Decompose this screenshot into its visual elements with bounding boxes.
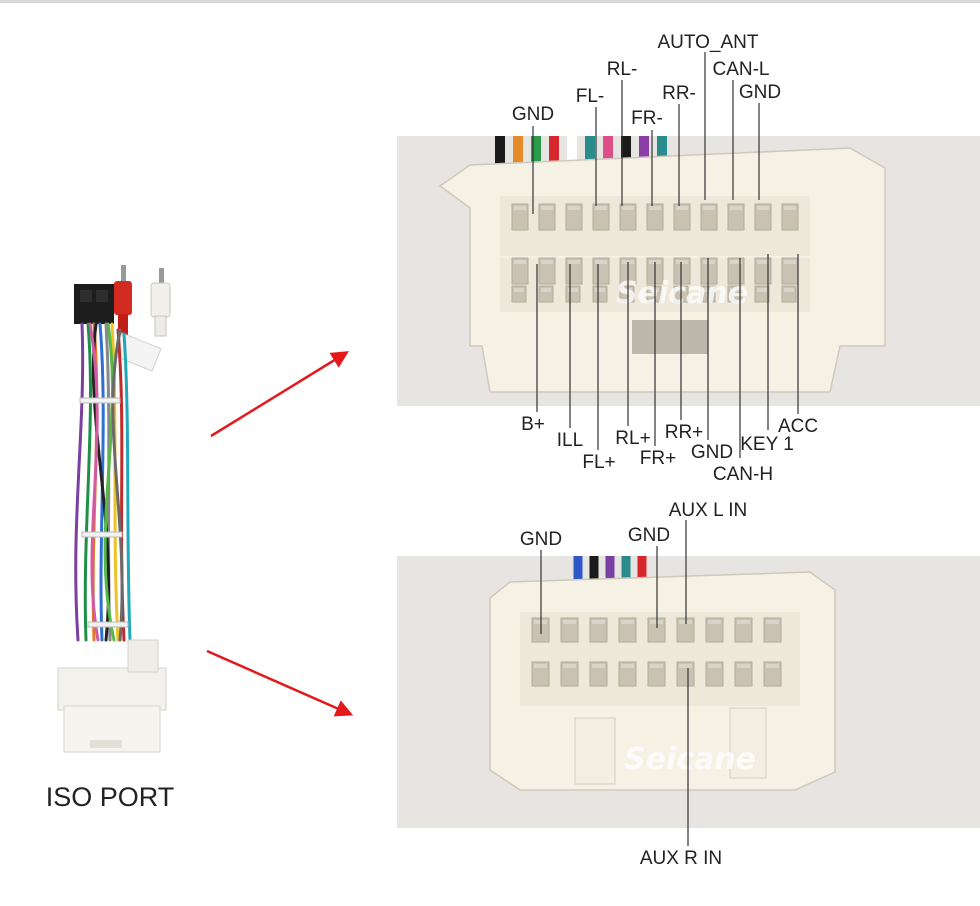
pin-label-bottom-fl-plus: FL+ [582, 452, 615, 473]
pin-contact [592, 664, 605, 668]
pin-slot [700, 257, 718, 285]
aux-label-aux-r-in: AUX R IN [640, 848, 722, 869]
pin-slot [592, 257, 610, 285]
watermark-main: Seicane [616, 276, 748, 311]
iso-port-label: ISO PORT [46, 782, 175, 812]
pin-label-bottom-can-h: CAN-H [713, 464, 773, 485]
pin-label-top-rl-minus: RL- [607, 59, 638, 80]
pin-contact [708, 620, 721, 624]
pin-contact [650, 664, 663, 668]
pin-contact [514, 288, 524, 292]
pin-contact [708, 664, 721, 668]
pin-contact [621, 620, 634, 624]
pin-slot [511, 257, 529, 285]
wire-bundle [74, 322, 132, 642]
pin-label-top-can-l: CAN-L [712, 59, 769, 80]
pin-contact [784, 260, 796, 264]
pin-contact [703, 206, 715, 210]
pin-slot [673, 257, 691, 285]
pin-contact [595, 260, 607, 264]
arrow-to-main-connector [210, 351, 349, 438]
pin-contact [676, 260, 688, 264]
arrow-to-aux-connector [206, 649, 354, 717]
pin-contact [621, 664, 634, 668]
pin-slot [646, 203, 664, 231]
pin-label-bottom-fr-plus: FR+ [640, 448, 676, 469]
rca-plug-red [114, 265, 132, 336]
aux-connector-pins [531, 617, 782, 687]
main-connector-pins [511, 203, 799, 303]
rca-plug-white [150, 268, 171, 337]
pin-contact [514, 206, 526, 210]
pin-contact [737, 620, 750, 624]
pin-contact [784, 206, 796, 210]
pin-contact [622, 206, 634, 210]
pin-contact [534, 664, 547, 668]
pin-contact [757, 288, 767, 292]
pin-label-top-gnd-1: GND [512, 104, 554, 125]
pin-contact [757, 206, 769, 210]
pin-slot [565, 203, 583, 231]
pin-label-bottom-acc: ACC [778, 416, 818, 437]
pin-label-bottom-b-plus: B+ [521, 414, 545, 435]
pin-contact [592, 620, 605, 624]
pin-contact [541, 260, 553, 264]
pin-contact [568, 288, 578, 292]
pin-contact [514, 260, 526, 264]
pin-contact [676, 206, 688, 210]
pin-contact [595, 206, 607, 210]
pin-contact [730, 260, 742, 264]
pin-contact [568, 206, 580, 210]
pin-contact [730, 288, 740, 292]
pin-contact [622, 288, 632, 292]
pin-label-top-fr-minus: FR- [631, 108, 663, 129]
pin-label-bottom-gnd: GND [691, 442, 733, 463]
pin-contact [766, 620, 779, 624]
pin-slot [619, 203, 637, 231]
pin-slot [673, 203, 691, 231]
pin-slot [727, 203, 745, 231]
pin-slot [700, 203, 718, 231]
pin-contact [766, 664, 779, 668]
pin-contact [757, 260, 769, 264]
pin-contact [784, 288, 794, 292]
pin-label-top-rr-minus: RR- [662, 83, 696, 104]
pin-label-bottom-rl-plus: RL+ [615, 428, 650, 449]
pin-label-top-fl-minus: FL- [576, 86, 605, 107]
pin-label-bottom-key-1: KEY 1 [740, 434, 794, 455]
pin-label-top-gnd-2: GND [739, 82, 781, 103]
aux-leader-lines [540, 520, 689, 846]
pin-contact [595, 288, 605, 292]
main-leader-lines [532, 52, 799, 458]
aux-label-aux-l-in: AUX L IN [669, 500, 748, 521]
pin-contact [730, 206, 742, 210]
pin-label-top-auto-ant: AUTO_ANT [657, 32, 758, 53]
pin-contact [679, 664, 692, 668]
pin-contact [649, 288, 659, 292]
iso-harness-image [57, 265, 171, 753]
pin-contact [541, 206, 553, 210]
pin-slot [754, 257, 772, 285]
pin-contact [541, 288, 551, 292]
pin-slot [511, 203, 529, 231]
white-plug [57, 639, 167, 753]
pin-contact [703, 260, 715, 264]
pin-slot [538, 257, 556, 285]
pin-slot [754, 203, 772, 231]
pin-label-bottom-ill: ILL [557, 430, 583, 451]
pin-label-bottom-rr-plus: RR+ [665, 422, 704, 443]
pin-contact [563, 620, 576, 624]
pin-slot [592, 203, 610, 231]
aux-label-gnd-1: GND [520, 529, 562, 550]
pin-contact [563, 664, 576, 668]
top-divider [0, 0, 980, 3]
aux-label-gnd-2: GND [628, 525, 670, 546]
pin-contact [568, 260, 580, 264]
pin-contact [649, 206, 661, 210]
watermark-aux: Seicane [624, 742, 756, 777]
pin-contact [737, 664, 750, 668]
pin-slot [781, 203, 799, 231]
pin-slot [538, 203, 556, 231]
